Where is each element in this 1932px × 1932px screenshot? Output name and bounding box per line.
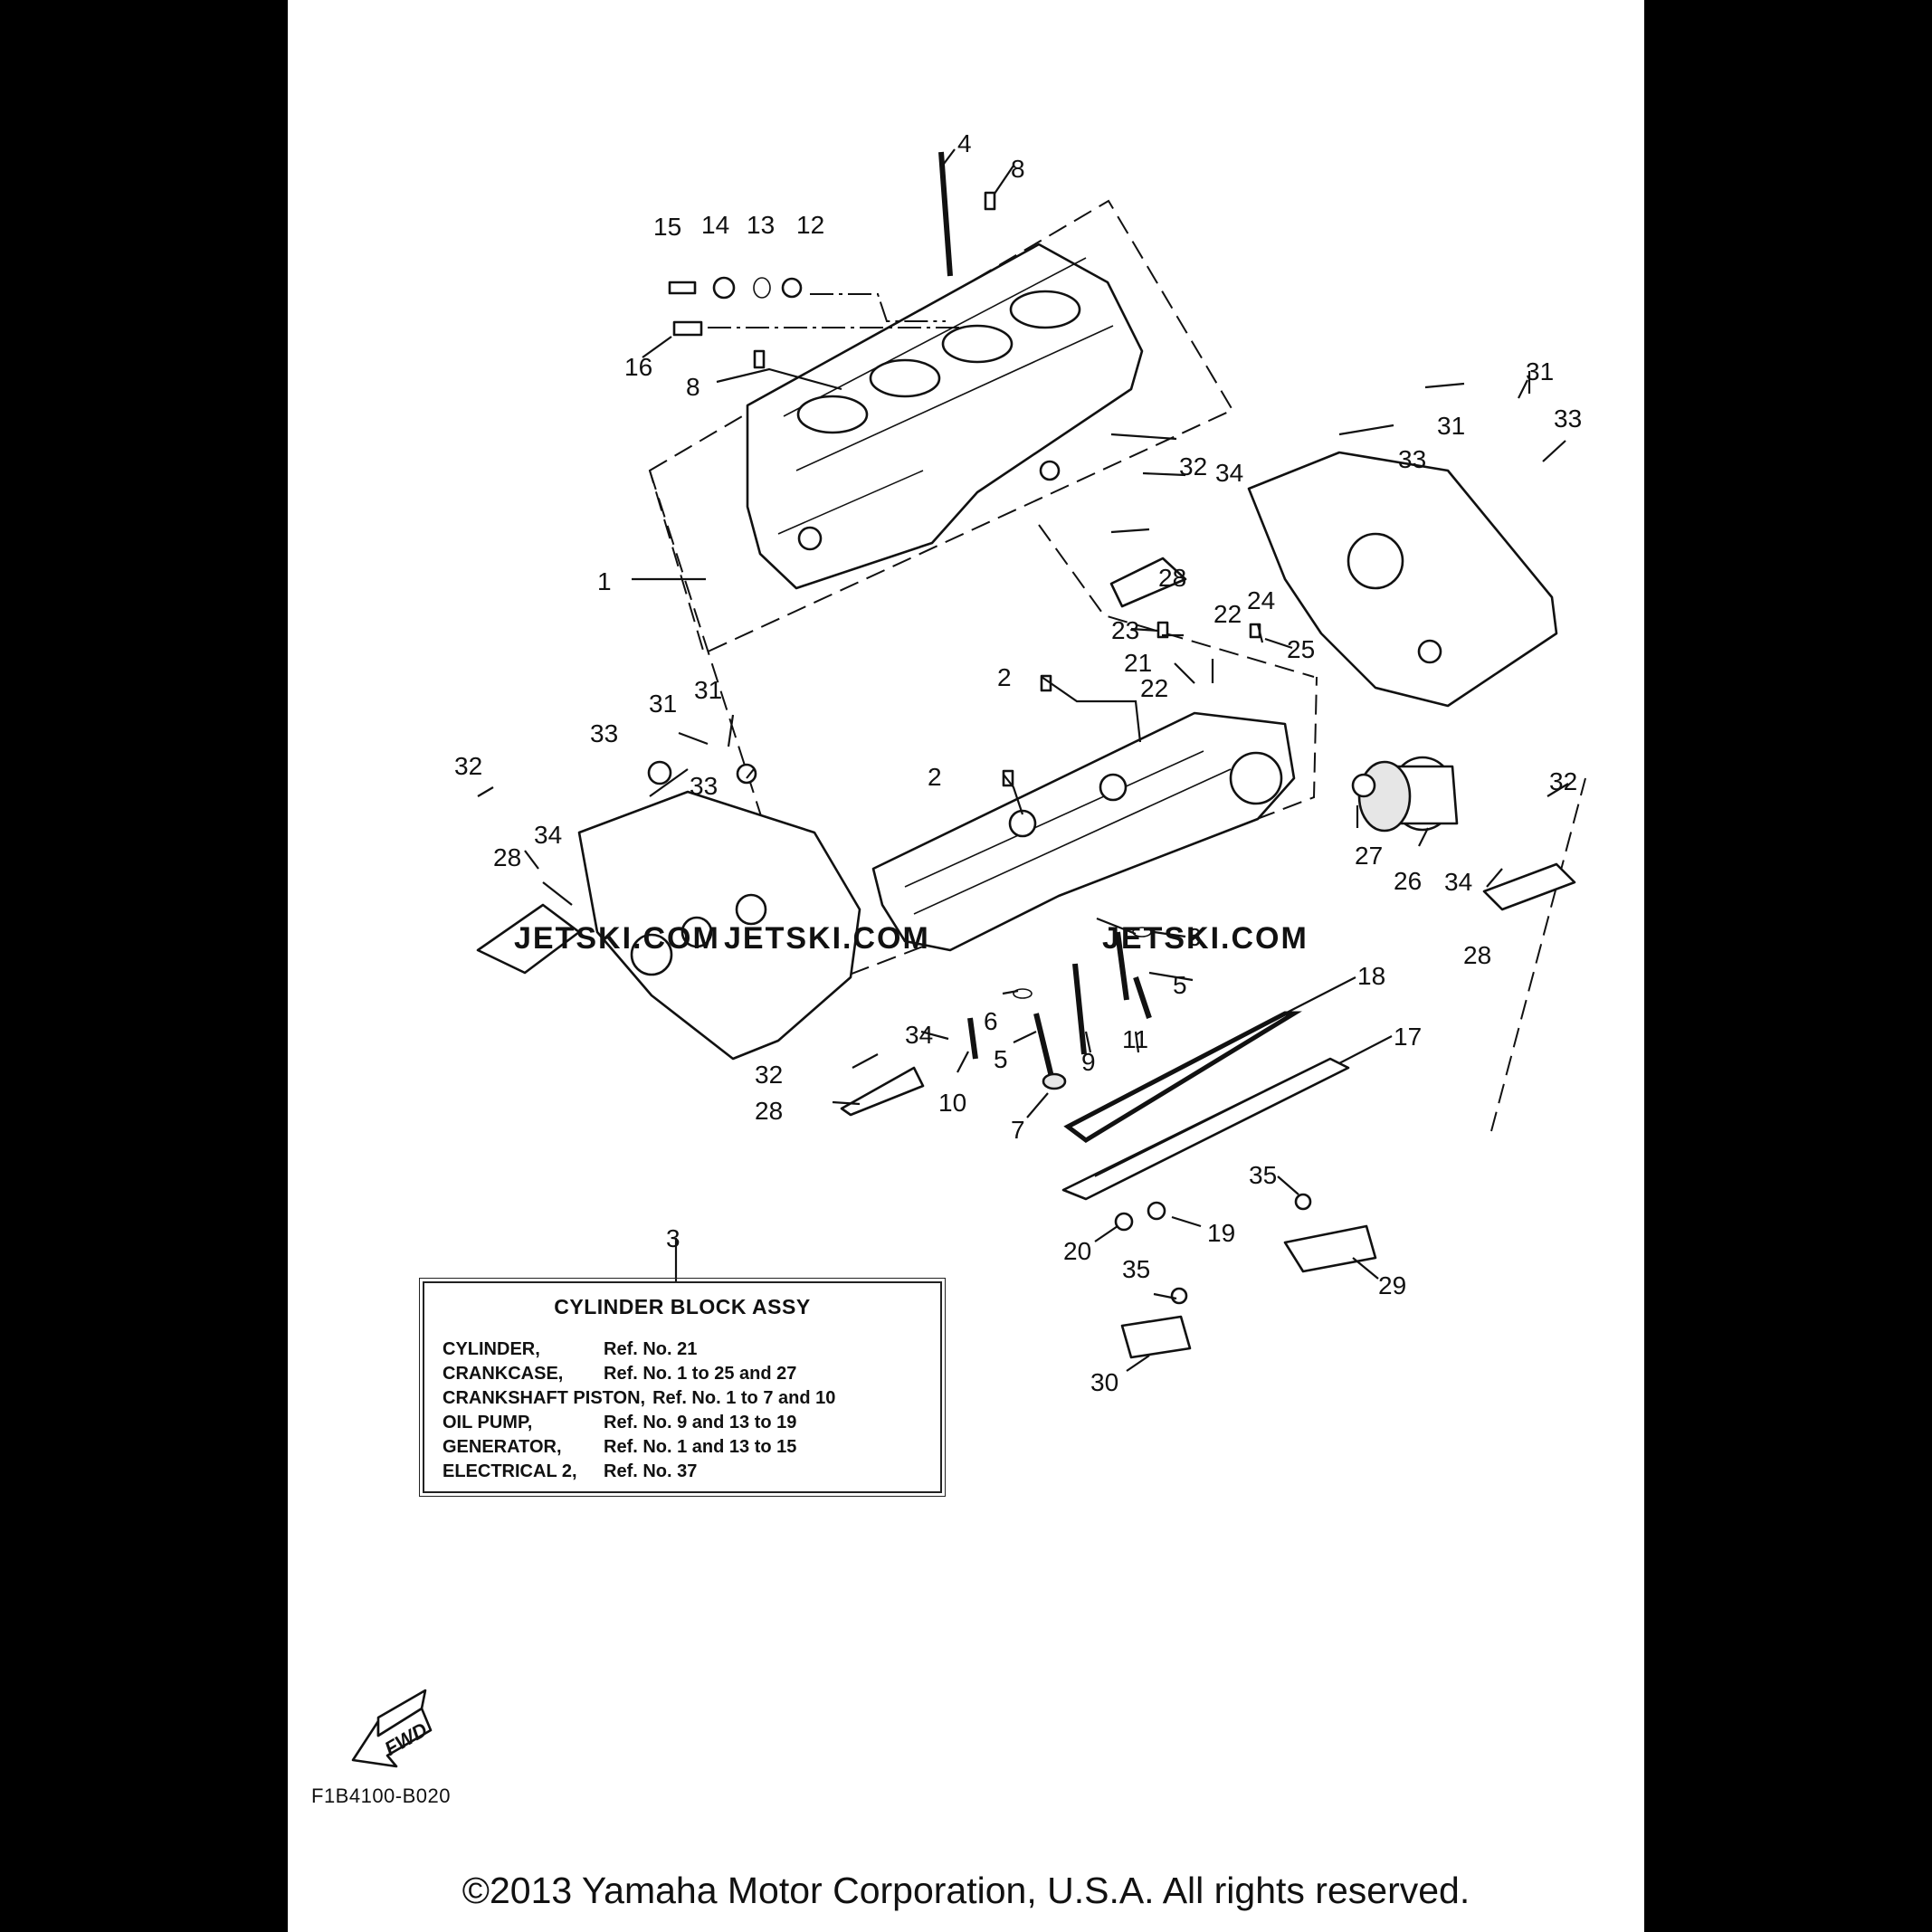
callout-number: 4 [957,129,972,157]
legend-row: CYLINDER, Ref. No. 21 [443,1339,697,1360]
callout-number: 28 [493,843,521,871]
callout-number: 34 [1215,459,1243,487]
callout-number: 32 [1179,452,1207,481]
generator-cover-left [577,790,861,1061]
callout-number: 10 [938,1089,966,1117]
copyright-notice: ©2013 Yamaha Motor Corporation, U.S.A. A… [462,1870,1470,1911]
callout-number: 20 [1063,1237,1091,1265]
callout-number: 8 [686,373,700,401]
svg-text:JETSKI.COM: JETSKI.COM [1102,921,1309,956]
callout-number: 21 [1124,649,1152,677]
legend-row-ref: Ref. No. 37 [604,1461,698,1481]
callout-number: 28 [755,1097,783,1125]
legend-row: OIL PUMP, Ref. No. 9 and 13 to 19 [443,1413,796,1433]
callout-number: 24 [1247,586,1275,614]
callout-number: 14 [701,211,729,239]
legend-row-name: CYLINDER, [443,1339,540,1359]
callout-number: 18 [1357,962,1385,990]
callout-number: 31 [1437,412,1465,440]
legend-row-ref: Ref. No. 21 [604,1339,698,1359]
legend-row-ref: Ref. No. 9 and 13 to 19 [604,1413,797,1432]
callout-number: 35 [1122,1255,1150,1283]
callout-number: 9 [1081,1048,1096,1076]
callout-number: 31 [694,676,722,704]
legend-row-name: GENERATOR, [443,1437,562,1457]
right-cover-outline [1490,777,1586,1132]
legend-row-name: CRANKCASE, [443,1364,564,1384]
callout-number: 32 [755,1061,783,1089]
callout-number: 30 [1090,1368,1118,1396]
callout-number: 34 [905,1021,933,1049]
callout-number: 6 [1187,923,1202,951]
legend-title: CYLINDER BLOCK ASSY [554,1295,811,1318]
callout-number: 12 [796,211,824,239]
leader-lines [477,148,1569,1372]
callout-number: 5 [994,1045,1008,1073]
callout-number: 33 [590,719,618,747]
fwd-arrow-icon: FWD [351,1689,433,1768]
crankcase [871,711,1296,952]
callout-number: 8 [1011,155,1025,183]
callout-number: 28 [1158,564,1186,592]
callout-number: 7 [1011,1116,1025,1144]
callout-number: 11 [1122,1025,1148,1053]
crankcase-group-outline [649,470,1318,989]
callout-number: 31 [1526,357,1554,385]
legend-row-ref: Ref. No. 1 to 25 and 27 [604,1364,797,1384]
legend-row-name: OIL PUMP, [443,1413,533,1432]
oil-pan-gasket [1063,1011,1302,1144]
callout-number: 31 [649,690,677,718]
callout-number: 33 [1398,445,1426,473]
callout-number: 2 [997,663,1012,691]
oil-filter [1357,756,1459,833]
callout-number: 16 [624,353,652,381]
svg-text:JETSKI.COM: JETSKI.COM [724,921,930,956]
legend-row-ref: Ref. No. 1 to 7 and 10 [652,1388,836,1408]
callout-number: 17 [1394,1023,1422,1051]
legend-row: CRANKCASE, Ref. No. 1 to 25 and 27 [443,1364,796,1385]
svg-text:JETSKI.COM: JETSKI.COM [514,921,720,956]
callout-number: 32 [454,752,482,780]
callout-number: 5 [1173,971,1187,999]
callout-number: 35 [1249,1161,1277,1189]
oil-strainer-group-outline [1038,524,1315,678]
callout-number: 22 [1213,600,1242,628]
part-callouts: 1 2 2 4 5 5 6 6 7 8 8 9 10 11 12 13 14 1… [454,129,1582,1396]
callout-number: 13 [747,211,775,239]
callout-number: 33 [690,772,718,800]
callout-number: 6 [984,1007,998,1035]
callout-number: 19 [1207,1219,1235,1247]
watermark: JETSKI.COM JETSKI.COM JETSKI.COM [514,921,1309,956]
callout-number: 29 [1378,1271,1406,1299]
cylinder-block-assy-legend: CYLINDER BLOCK ASSY CYLINDER, Ref. No. 21… [419,1278,946,1497]
callout-number: 23 [1111,616,1139,644]
callout-number: 28 [1463,941,1491,969]
callout-number: 32 [1549,767,1577,795]
legend-row: GENERATOR, Ref. No. 1 and 13 to 15 [443,1437,796,1458]
callout-number: 26 [1394,867,1422,895]
diagram-code: F1B4100-B020 [311,1784,451,1807]
bolts-and-small-parts [647,151,1376,1305]
legend-row-name: ELECTRICAL 2, [443,1461,577,1481]
callout-number: 1 [597,567,612,595]
legend-row: ELECTRICAL 2, Ref. No. 37 [443,1461,697,1482]
callout-number: 27 [1355,842,1383,870]
callout-number: 25 [1287,635,1315,663]
callout-number: 33 [1554,404,1582,433]
legend-callout-number: 3 [666,1224,680,1252]
callout-number: 22 [1140,674,1168,702]
callout-number: 15 [653,213,681,241]
oil-strainer [1061,1057,1350,1201]
callout-number: 34 [534,821,562,849]
callout-number: 2 [928,763,942,791]
rubber-mounts [476,557,1576,1359]
legend-row: CRANKSHAFT PISTON, Ref. No. 1 to 7 and 10 [443,1388,835,1409]
legend-row-name: CRANKSHAFT PISTON, [443,1388,646,1408]
cylinder-block [746,243,1144,590]
generator-cover-right [1247,451,1558,708]
legend-row-ref: Ref. No. 1 and 13 to 15 [604,1437,797,1457]
callout-number: 34 [1444,868,1472,896]
